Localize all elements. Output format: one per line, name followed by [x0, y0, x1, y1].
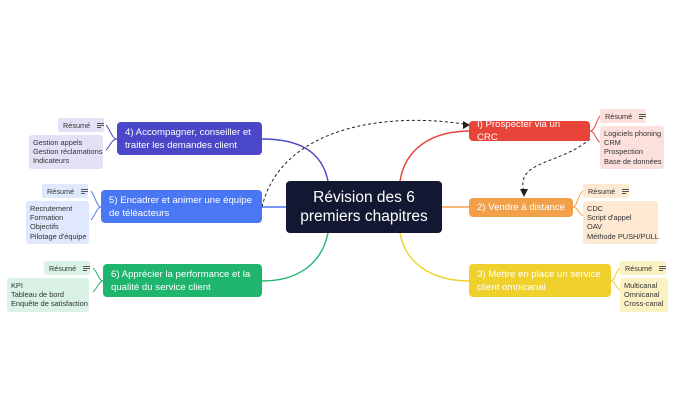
branch-6-summary-tag[interactable]: Résumé: [44, 261, 91, 275]
branch-2-notes: CDC Script d'appel OAV Méthode PUSH/PULL: [583, 201, 659, 244]
notes-line-4b: [105, 138, 118, 151]
branch-1-note-item: Prospection: [604, 147, 644, 157]
branch-6-note-item: Tableau de bord: [11, 290, 65, 300]
branch-3-node[interactable]: 3) Mettre en place un service client omn…: [469, 264, 611, 297]
branch-2-note-item: CDC: [587, 204, 604, 213]
branch-6-node[interactable]: 6) Apprécier la performance et la qualit…: [103, 264, 262, 297]
list-lines-icon: [97, 122, 105, 128]
notes-line-3: [610, 267, 621, 282]
branch-6-summary-label: Résumé: [49, 263, 77, 273]
branch-5-summary-label: Résumé: [47, 186, 75, 196]
branch-3-note-item: Omnicanal: [624, 290, 660, 300]
branch-3-summary-label: Résumé: [625, 263, 653, 273]
notes-line-5b: [90, 206, 102, 221]
branch-4-note-item: Gestion réclamations: [33, 147, 103, 157]
branch-1-note-item: CRM: [604, 138, 621, 148]
central-topic-title: Révision des 6 premiers chapitres: [300, 189, 428, 225]
list-lines-icon: [659, 265, 667, 271]
branch-4-node[interactable]: 4) Accompagner, conseiller et traiter le…: [117, 122, 262, 155]
notes-line-1b: [589, 130, 601, 143]
branch-2-summary-tag[interactable]: Résumé: [583, 184, 630, 198]
branch-1-label: I) Prospecter via un CRC: [477, 119, 561, 143]
branch-line-6: [261, 232, 329, 282]
branch-1-node[interactable]: I) Prospecter via un CRC: [469, 119, 590, 143]
branch-2-summary-label: Résumé: [588, 186, 616, 196]
branch-6-label: 6) Apprécier la performance et la qualit…: [111, 268, 251, 293]
branch-4-summary-label: Résumé: [63, 120, 91, 130]
branch-3-notes: Multicanal Omnicanal Cross-canal: [620, 278, 668, 312]
branch-2-note-item: Script d'appel: [587, 213, 632, 223]
branch-4-note-item: Gestion appels: [33, 138, 83, 147]
branch-4-summary-tag[interactable]: Résumé: [58, 118, 105, 132]
branch-line-3: [399, 232, 471, 282]
central-topic[interactable]: Révision des 6 premiers chapitres: [286, 181, 442, 233]
branch-1-notes: Logiciels phoning CRM Prospection Base d…: [600, 126, 664, 169]
branch-5-label: 5) Encadrer et animer une équipe de télé…: [109, 194, 252, 219]
branch-4-note-item: Indicateurs: [33, 156, 70, 166]
notes-line-6b: [92, 280, 104, 293]
notes-line-2: [572, 190, 584, 208]
branch-3-note-item: Cross-canal: [624, 299, 664, 309]
branch-5-note-item: Recrutement: [30, 204, 73, 213]
branch-1-summary-tag[interactable]: Résumé: [600, 109, 647, 123]
branch-4-label: 4) Accompagner, conseiller et traiter le…: [125, 126, 251, 151]
relation-arrowhead-2: [520, 189, 528, 197]
branch-6-note-item: Enquête de satisfaction: [11, 299, 88, 309]
branch-2-label: 2) Vendre à distance: [477, 202, 566, 213]
branch-1-summary-label: Résumé: [605, 111, 633, 121]
relation-arrowhead-1: [463, 121, 470, 129]
branch-5-note-item: Pilotage d'équipe: [30, 231, 87, 241]
branch-2-note-item: Méthode PUSH/PULL: [587, 231, 659, 241]
branch-4-notes: Gestion appels Gestion réclamations Indi…: [29, 135, 103, 169]
relation-connector-5-to-1: [261, 119, 471, 208]
branch-5-notes: Recrutement Formation Objectifs Pilotage…: [26, 201, 89, 244]
notes-line-3b: [610, 280, 621, 291]
notes-line-6: [92, 267, 104, 282]
notes-line-1: [589, 115, 601, 132]
branch-5-node[interactable]: 5) Encadrer et animer une équipe de télé…: [101, 190, 262, 223]
branch-1-note-item: Base de données: [604, 156, 662, 166]
branch-5-summary-tag[interactable]: Résumé: [42, 184, 89, 198]
branch-line-4: [261, 138, 329, 182]
branch-5-note-item: Objectifs: [30, 222, 59, 232]
branch-line-1: [399, 130, 471, 182]
branch-5-note-item: Formation: [30, 213, 64, 223]
branch-6-note-item: KPI: [11, 281, 23, 290]
list-lines-icon: [639, 113, 647, 119]
branch-2-node[interactable]: 2) Vendre à distance: [469, 198, 573, 217]
branch-3-note-item: Multicanal: [624, 281, 658, 290]
notes-line-5: [90, 190, 102, 208]
list-lines-icon: [622, 188, 630, 194]
branch-1-note-item: Logiciels phoning: [604, 129, 662, 138]
list-lines-icon: [83, 265, 91, 271]
relation-connector-1-to-2: [522, 138, 591, 193]
branch-6-notes: KPI Tableau de bord Enquête de satisfact…: [7, 278, 89, 312]
branch-2-note-item: OAV: [587, 222, 603, 232]
branch-3-summary-tag[interactable]: Résumé: [620, 261, 667, 275]
branch-3-label: 3) Mettre en place un service client omn…: [477, 268, 601, 293]
notes-line-4: [105, 124, 118, 140]
list-lines-icon: [81, 188, 89, 194]
notes-line-2b: [572, 206, 584, 217]
